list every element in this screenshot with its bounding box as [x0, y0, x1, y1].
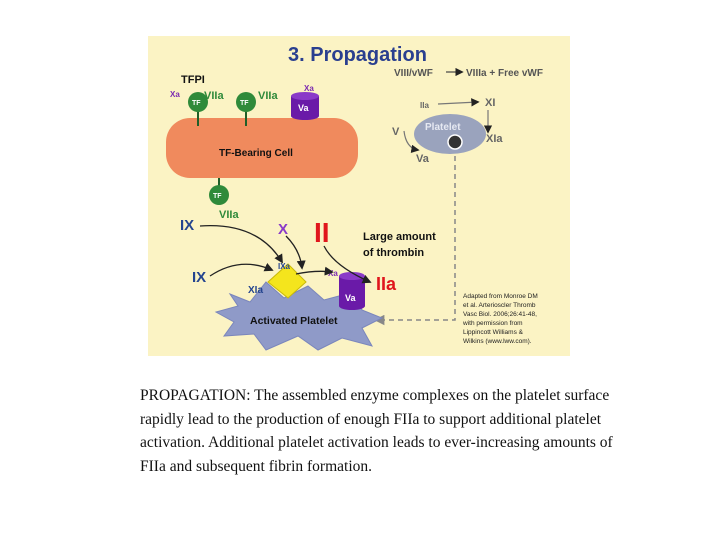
- viii-vwf-label: VIII/vWF: [394, 68, 433, 79]
- va-cyl-center-label: Va: [345, 293, 357, 303]
- va-cyl-top-label: Va: [298, 103, 310, 113]
- va-cylinder-top-body: [291, 96, 319, 116]
- ii-label: II: [314, 217, 330, 248]
- ix-lower-label: IX: [192, 269, 206, 286]
- tf1-label: TF: [192, 100, 201, 107]
- caption: PROPAGATION: The assembled enzyme comple…: [140, 384, 613, 478]
- citation-line-5: Lippincott Williams &: [463, 329, 524, 336]
- tf-bearing-cell-label: TF-Bearing Cell: [219, 148, 293, 159]
- ixa-diamond: [267, 263, 307, 299]
- caption-line-1: PROPAGATION: The assembled enzyme comple…: [140, 387, 610, 404]
- va-cylinder-center-base: [339, 302, 365, 310]
- iia-small-label: IIa: [420, 101, 429, 110]
- citation-line-2: et al. Arterioscler Thromb: [463, 302, 536, 309]
- xa-top-label: Xa: [304, 84, 314, 93]
- tf-lower-label: TF: [213, 193, 222, 200]
- large-amount-line2: of thrombin: [363, 247, 424, 259]
- arrow-x-to-xa: [285, 235, 306, 270]
- xa-left-label: Xa: [170, 90, 180, 99]
- arrow-iia-to-xi: [437, 98, 480, 107]
- arrow-ixa-to-xa: [295, 266, 334, 276]
- citation-line-3: Vasc Biol. 2006;26:41-48,: [463, 311, 537, 318]
- tf2-label: TF: [240, 100, 249, 107]
- ixa-label: IXa: [278, 262, 291, 271]
- xia-right-label: XIa: [486, 133, 503, 145]
- citation-line-1: Adapted from Monroe DM: [463, 293, 538, 300]
- x-label: X: [278, 221, 288, 238]
- ix-upper-label: IX: [180, 217, 194, 234]
- tf1-ball: [188, 92, 208, 112]
- platelet-label: Platelet: [425, 122, 461, 133]
- arrow-ix-to-ixa: [199, 224, 283, 264]
- tf-bearing-cell: [166, 118, 358, 178]
- arrow-ix-lower-to-ixa: [209, 262, 274, 277]
- dashed-feedback-line: [373, 156, 456, 326]
- arrow-v-to-va: [403, 130, 420, 154]
- va-cylinder-top-cap: [291, 92, 319, 100]
- va-cylinder-center-body: [339, 276, 365, 306]
- large-amount-line1: Large amount: [363, 231, 436, 243]
- xia-center-label: XIa: [248, 285, 263, 296]
- va-cylinder-center-cap: [339, 272, 365, 280]
- viia-1-label: VIIa: [204, 90, 224, 102]
- citation-line-4: with permission from: [462, 320, 523, 327]
- tfpi-label: TFPI: [181, 74, 205, 86]
- iia-large-label: IIa: [376, 274, 397, 294]
- citation-line-6: Wilkins (www.lww.com).: [463, 338, 532, 345]
- va-right-label: Va: [416, 153, 430, 165]
- tf2-ball: [236, 92, 256, 112]
- platelet-disc: [414, 114, 486, 154]
- propagation-figure: 3. Propagation TF-Bearing Cell TFPI Xa T…: [148, 36, 570, 356]
- diagram-title: 3. Propagation: [288, 44, 427, 66]
- caption-line-4: FIIa and subsequent fibrin formation.: [140, 457, 373, 475]
- xa-center-label: Xa: [328, 269, 338, 278]
- activated-platelet-label: Activated Platelet: [250, 315, 338, 327]
- diagram-svg: 3. Propagation TF-Bearing Cell TFPI Xa T…: [166, 44, 543, 351]
- va-cylinder-top-base: [291, 112, 319, 120]
- viia-2-label: VIIa: [258, 90, 278, 102]
- caption-line-2: rapidly lead to the production of enough…: [140, 410, 602, 428]
- v-label: V: [392, 126, 400, 138]
- viiia-free-vwf-label: VIIIa + Free vWF: [466, 68, 543, 79]
- viia-lower-label: VIIa: [219, 209, 239, 221]
- arrow-ii-to-iia: [323, 245, 372, 284]
- xi-label: XI: [485, 97, 495, 109]
- tf-lower-ball: [209, 185, 229, 205]
- caption-line-3: activation. Additional platelet activati…: [140, 434, 613, 451]
- platelet-receptor: [447, 134, 463, 150]
